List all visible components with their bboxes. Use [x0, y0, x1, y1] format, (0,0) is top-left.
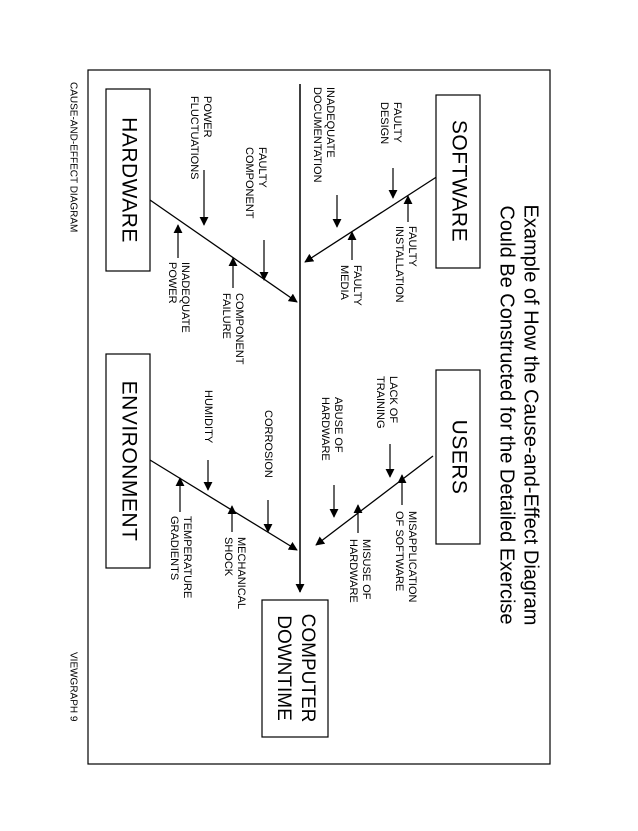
cause-label: POWER — [201, 96, 213, 138]
cause-label: FLUCTUATIONS — [188, 96, 200, 180]
cause-label: FAILURE — [220, 293, 232, 339]
cause-label: POWER — [166, 262, 178, 304]
hardware-box — [105, 88, 151, 272]
cause-label: OF SOFTWARE — [393, 511, 405, 591]
effect-label-line-1: COMPUTER — [297, 614, 318, 723]
cause-label: FAULTY — [391, 102, 403, 143]
cause-label: COMPONENT — [233, 293, 245, 365]
side-label-left: CAUSE-AND-EFFECT DIAGRAM — [67, 82, 78, 232]
cause-label: MEDIA — [338, 265, 350, 301]
cause-label: CORROSION — [262, 410, 274, 478]
cause-label: LACK OF — [387, 376, 399, 423]
users-label: USERS — [447, 420, 470, 495]
software-box — [435, 94, 481, 269]
cause-label: FAULTY — [256, 147, 268, 188]
cause-label: INADEQUATE — [179, 262, 191, 333]
software-label: SOFTWARE — [447, 120, 470, 242]
environment-box — [105, 353, 151, 569]
users-bone — [315, 455, 434, 546]
effect-box — [261, 599, 329, 738]
environment-bone — [149, 459, 298, 551]
cause-label: SHOCK — [222, 537, 234, 577]
cause-label: HARDWARE — [319, 397, 331, 461]
cause-label: INADEQUATE — [324, 87, 336, 158]
cause-label: TEMPERATURE — [181, 516, 193, 598]
cause-label: HUMIDITY — [202, 390, 214, 444]
cause-label: DESIGN — [378, 102, 390, 144]
cause-label: MECHANICAL — [235, 537, 247, 609]
title-line-1: Example of How the Cause-and-Effect Diag… — [520, 205, 542, 626]
users-box — [435, 369, 481, 545]
side-label-right: VIEWGRAPH 9 — [67, 652, 78, 722]
hardware-bone — [149, 199, 298, 303]
cause-label: COMPONENT — [243, 147, 255, 219]
hardware-label: HARDWARE — [117, 117, 140, 243]
cause-label: MISAPPLICATION — [406, 511, 418, 603]
title-line-2: Could Be Constructed for the Detailed Ex… — [496, 205, 518, 624]
software-bone — [304, 175, 439, 263]
cause-label: FAULTY — [406, 226, 418, 267]
cause-label: FAULTY — [351, 265, 363, 306]
cause-label: INSTALLATION — [393, 226, 405, 303]
diagram-frame — [87, 69, 551, 765]
environment-label: ENVIRONMENT — [117, 381, 140, 542]
cause-label: DOCUMENTATION — [311, 87, 323, 183]
cause-label: MISUSE OF — [360, 539, 372, 600]
cause-label: HARDWARE — [347, 539, 359, 603]
cause-label: TRAINING — [374, 376, 386, 429]
effect-label-line-2: DOWNTIME — [273, 615, 294, 721]
cause-label: GRADIENTS — [168, 516, 180, 580]
cause-label: ABUSE OF — [332, 397, 344, 453]
